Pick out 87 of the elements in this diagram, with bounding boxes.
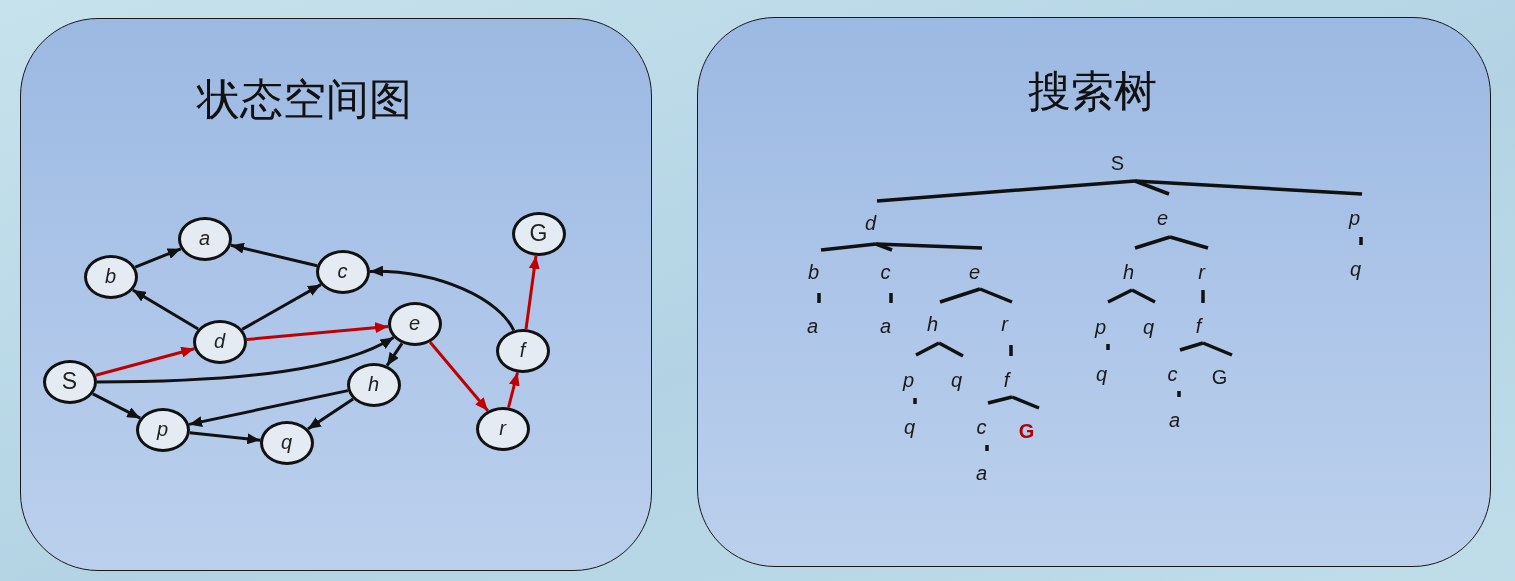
tree-label: h xyxy=(1122,260,1135,283)
arrow xyxy=(188,389,349,428)
ellipse-node: a xyxy=(177,216,232,261)
branch-line xyxy=(1011,395,1040,410)
arrow xyxy=(369,266,515,332)
tree-label: q xyxy=(1095,362,1108,385)
tree-label: a xyxy=(879,314,892,337)
tree-label: r xyxy=(1198,260,1205,283)
arrow xyxy=(241,283,322,331)
arrow xyxy=(132,288,199,331)
ellipse-node: b xyxy=(83,254,138,299)
branch-line xyxy=(875,242,983,250)
tree-label: f xyxy=(1195,314,1202,337)
ellipse-node: c xyxy=(315,249,370,294)
ellipse-node: S xyxy=(42,359,97,404)
branch-line xyxy=(1009,345,1013,356)
rounded-panel xyxy=(697,17,1491,567)
arrow xyxy=(95,346,195,377)
tree-label: q xyxy=(903,415,916,438)
tree-label: a xyxy=(975,461,988,484)
rounded-panel xyxy=(20,18,652,571)
tree-label: p xyxy=(1348,206,1361,229)
tree-label: q xyxy=(1349,257,1362,280)
branch-line xyxy=(1202,341,1233,357)
arrow xyxy=(246,322,389,341)
arrow xyxy=(429,341,489,412)
ellipse-node: f xyxy=(495,328,550,373)
tree-label: c xyxy=(880,260,891,283)
ellipse-node: h xyxy=(346,362,401,407)
tree-label: f xyxy=(1003,368,1010,391)
branch-line xyxy=(1131,288,1156,304)
branch-line xyxy=(1134,179,1363,196)
tree-label: G xyxy=(1211,365,1228,388)
branch-line xyxy=(1169,235,1209,250)
tree-label: b xyxy=(807,260,820,283)
arrow xyxy=(97,336,395,384)
branch-line xyxy=(915,341,940,357)
tree-label: e xyxy=(968,260,981,283)
ellipse-node: G xyxy=(511,211,566,256)
branch-line xyxy=(1359,237,1363,245)
branch-line xyxy=(889,293,893,303)
branch-line xyxy=(876,179,1136,203)
arrow xyxy=(189,431,261,445)
tree-label: q xyxy=(950,368,963,391)
branch-line xyxy=(1106,344,1110,350)
arrow xyxy=(230,242,318,268)
branch-line xyxy=(1179,341,1204,352)
arrow xyxy=(385,342,404,367)
tree-label: e xyxy=(1156,206,1169,229)
tree-label: h xyxy=(926,312,939,335)
tree-label: d xyxy=(864,211,877,234)
branch-line xyxy=(875,242,893,252)
branch-line xyxy=(938,341,964,358)
arrow xyxy=(92,392,141,420)
tree-label: c xyxy=(976,415,987,438)
tree-label: S xyxy=(1110,151,1125,174)
branch-line xyxy=(985,445,989,451)
branch-line xyxy=(817,293,821,303)
panel-title: 搜索树 xyxy=(1028,67,1157,116)
tree-label: a xyxy=(806,314,819,337)
branch-line xyxy=(1134,179,1170,196)
ellipse-node: e xyxy=(387,301,442,346)
branch-line xyxy=(1107,288,1133,304)
ellipse-node: q xyxy=(259,420,314,465)
arrow xyxy=(134,247,182,269)
arrow xyxy=(507,372,520,408)
branch-line xyxy=(1177,391,1181,397)
tree-label: p xyxy=(1094,315,1107,338)
tree-label: c xyxy=(1167,362,1178,385)
ellipse-node: p xyxy=(135,407,190,452)
ellipse-node: r xyxy=(475,406,530,451)
arrow xyxy=(524,255,540,330)
branch-line xyxy=(987,395,1013,405)
tree-label: r xyxy=(1001,312,1008,335)
branch-line xyxy=(979,287,1013,304)
ellipse-node: d xyxy=(192,319,247,364)
tree-label: p xyxy=(902,368,915,391)
branch-line xyxy=(939,287,981,304)
branch-line xyxy=(1134,235,1171,250)
branch-line xyxy=(913,398,917,404)
arrow xyxy=(307,397,354,431)
branch-line xyxy=(1201,290,1205,303)
panel-title: 状态空间图 xyxy=(197,75,412,124)
tree-label: a xyxy=(1168,408,1181,431)
goal-label: G xyxy=(1018,419,1035,442)
tree-label: q xyxy=(1142,315,1155,338)
branch-line xyxy=(820,242,877,252)
